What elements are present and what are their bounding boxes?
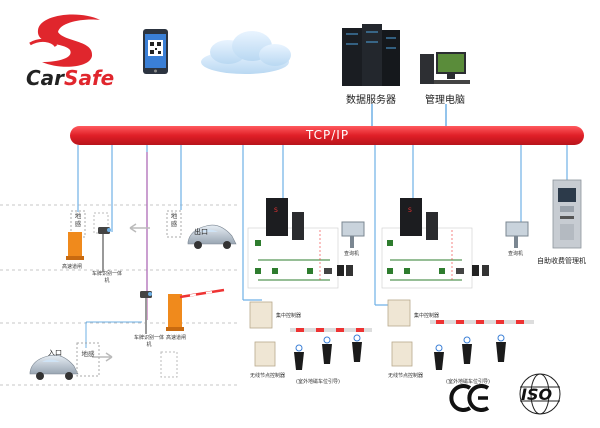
magnetic-sensors-left [290,328,372,370]
svg-text:S: S [274,207,278,214]
exit-camera-label: 车牌识别一体机 [92,271,123,284]
right-terminal-label: 查询机 [508,251,524,257]
svg-text:S: S [408,207,412,214]
exit-direction-arrow [129,223,150,233]
pc-label: 管理电脑 [425,95,465,106]
exit-lpr-camera-icon [98,227,111,272]
right-controller-label: 集中控制器 [414,313,440,319]
kiosk-icon [552,179,582,249]
magnetic-sensors-right [430,320,534,370]
exit-barrier-label: 高速道闸 [62,264,83,270]
pc-icon [420,52,470,84]
brand-logotype: CarSafe [26,66,114,90]
guidance-display-icon [266,198,288,236]
server-label: 数据服务器 [346,95,396,106]
ce-text: CE [463,385,494,410]
cloud-icon [201,31,291,74]
right-caption: (室外地磁车位引导) [446,379,490,385]
terminal-icon [341,221,365,237]
brand-prefix: Car [26,66,65,90]
entry-barrier-icon [166,288,225,331]
controller-box-left-upper [249,301,273,329]
exit-barrier-icon [66,232,84,260]
guidance-group-left: S [247,198,365,289]
left-wireless-label: 无线节点控制器 [250,373,286,379]
tcp-ip-bus [70,126,584,145]
iso-globe-icon [519,373,561,415]
exit-sensor-left-label: 地感 [74,212,82,228]
entry-lpr-camera-icon [140,291,152,334]
left-terminal-label: 查询机 [344,251,360,257]
entry-direction-arrow [92,352,113,362]
entry-sensor-label: 地感 [81,350,95,358]
controller-box-right-upper [387,299,411,327]
ce-mark-icon [449,384,490,412]
wireless-box-right [391,341,413,367]
right-wireless-label: 无线节点控制器 [388,373,424,379]
entry-barrier-label: 高速道闸 [166,335,187,341]
kiosk-label: 自助收费管理机 [537,257,586,265]
entry-car-icon [29,354,79,380]
brand-suffix: Safe [64,66,115,90]
bus-label: TCP/IP [306,128,350,142]
iso-text: ISO [521,385,553,404]
left-caption: (室外地磁车位引导) [296,379,340,385]
exit-car-icon [187,224,237,249]
wireless-box-left [254,341,276,367]
left-controller-label: 集中控制器 [276,313,302,319]
qr-phone-icon [143,29,168,74]
guidance-group-right: S [381,198,529,289]
exit-label: 出口 [194,228,208,236]
carsafe-logo-icon [29,14,100,67]
exit-sensor-right-label: 地感 [170,212,178,228]
entry-camera-label: 车牌识别一体机 [134,335,165,348]
entry-ground-sensor [76,342,100,377]
entry-label: 入口 [48,349,62,357]
server-icon [342,24,400,86]
